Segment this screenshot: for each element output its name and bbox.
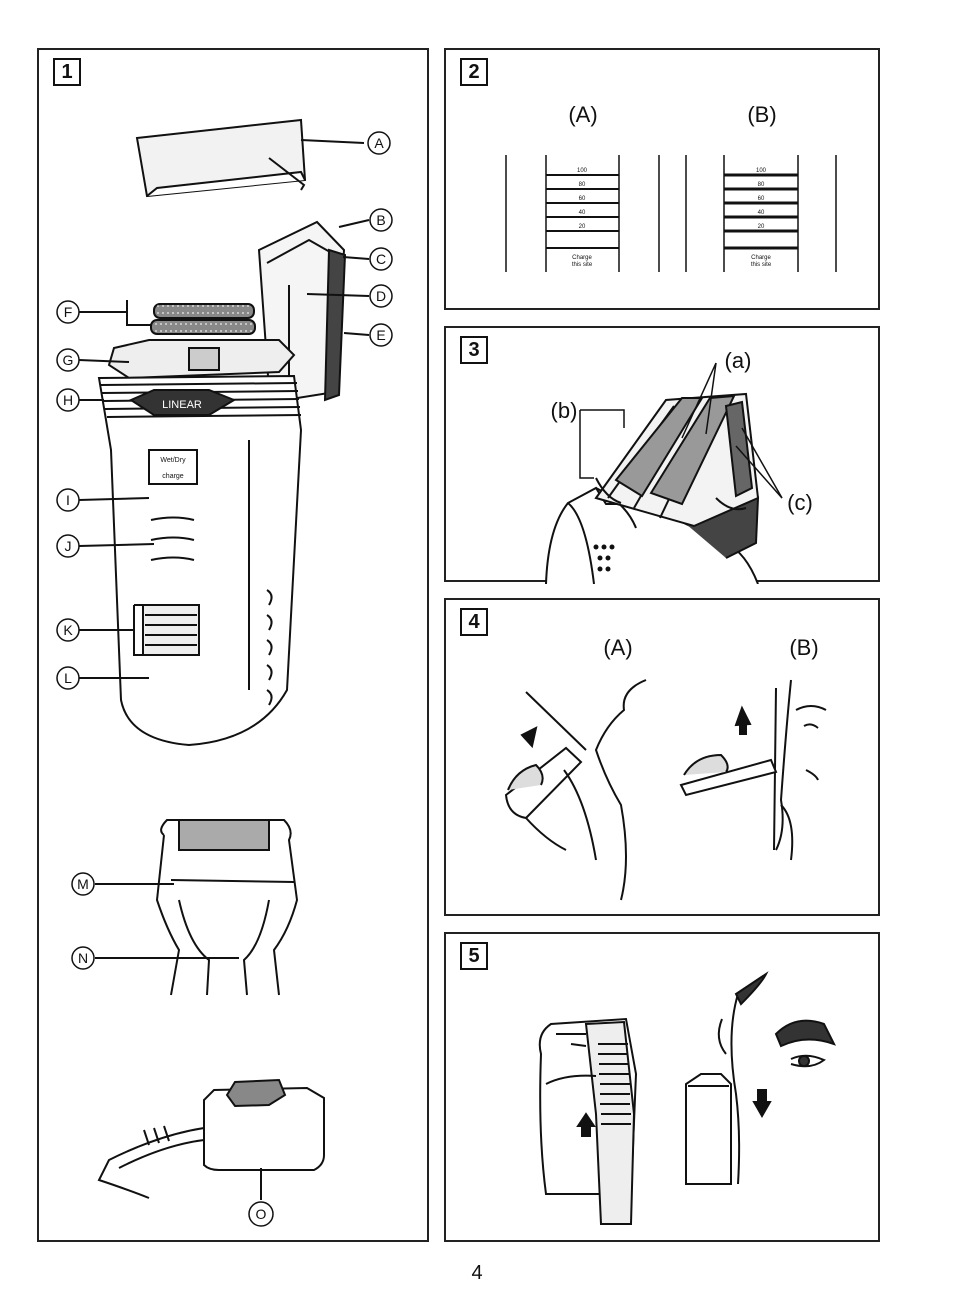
svg-text:O: O — [256, 1206, 267, 1222]
panel-number: 1 — [53, 58, 81, 86]
svg-text:I: I — [66, 492, 70, 508]
charger-adapter — [97, 1078, 325, 1199]
figure-panel-5: 5 — [444, 932, 880, 1242]
label-k: K — [56, 618, 80, 642]
svg-text:L: L — [64, 670, 72, 686]
trimmer-usage-illustration — [538, 971, 837, 1225]
shaver-head-closeup: (a) (b) (c) — [545, 348, 813, 584]
label-d: D — [369, 284, 393, 308]
svg-text:H: H — [63, 392, 73, 408]
svg-text:D: D — [376, 288, 386, 304]
svg-text:Charge: Charge — [572, 255, 592, 261]
label-c: (c) — [787, 490, 813, 515]
label-c: C — [369, 247, 393, 271]
shaver-body — [97, 374, 303, 747]
svg-text:this site: this site — [751, 262, 772, 268]
panel-number: 3 — [460, 336, 488, 364]
svg-text:40: 40 — [758, 210, 765, 216]
label-i: I — [56, 488, 80, 512]
svg-text:K: K — [63, 622, 73, 638]
wetdry-text: Wet/Dry — [160, 457, 186, 464]
label-n: N — [71, 946, 95, 970]
figure-panel-1: 1 — [37, 48, 429, 1242]
svg-text:G: G — [63, 352, 74, 368]
svg-text:A: A — [374, 135, 384, 151]
svg-text:C: C — [376, 251, 386, 267]
svg-text:80: 80 — [579, 182, 586, 188]
svg-text:100: 100 — [756, 168, 767, 174]
svg-text:B: B — [376, 212, 385, 228]
gauge-a — [546, 174, 619, 249]
shaver-head — [257, 220, 347, 402]
label-o: O — [248, 1201, 274, 1227]
col-a-label: (A) — [603, 635, 632, 660]
label-j: J — [56, 534, 80, 558]
col-b-label: (B) — [789, 635, 818, 660]
figure-panel-2: 2 (A) (B) — [444, 48, 880, 310]
trimmer-sideburn — [685, 971, 837, 1185]
svg-text:M: M — [77, 876, 89, 892]
gauge-b — [724, 173, 798, 250]
shaver-back-view — [155, 819, 299, 996]
charge-gauge-illustration: (A) (B) 100 — [505, 102, 837, 272]
inner-blades — [150, 303, 256, 335]
svg-text:J: J — [65, 538, 72, 554]
motor-section — [107, 339, 296, 380]
label-f: F — [56, 300, 80, 324]
shaver-exploded-illustration: A B C D E F G H I J K L M N O LINEAR Wet… — [56, 118, 393, 1227]
svg-text:E: E — [376, 327, 385, 343]
shaving-technique-illustration: (A) (B) — [504, 635, 827, 901]
label-l: L — [56, 666, 80, 690]
technique-b — [679, 679, 827, 861]
svg-text:this site: this site — [572, 262, 593, 268]
label-e: E — [369, 323, 393, 347]
svg-text:F: F — [64, 304, 73, 320]
col-a-label: (A) — [568, 102, 597, 127]
svg-text:40: 40 — [579, 210, 586, 216]
svg-text:N: N — [78, 950, 88, 966]
figure-panel-4: 4 (A) (B) — [444, 598, 880, 916]
svg-text:60: 60 — [758, 196, 765, 202]
part-labels: A B C D E F G H I J K L M N O — [56, 131, 393, 1227]
page-number: 4 — [471, 1262, 483, 1284]
svg-text:Charge: Charge — [751, 255, 771, 261]
label-m: M — [71, 872, 95, 896]
panel-number: 5 — [460, 942, 488, 970]
label-b: B — [369, 208, 393, 232]
brand-logo-text: LINEAR — [162, 399, 202, 411]
label-a: (a) — [725, 348, 752, 373]
svg-text:100: 100 — [577, 168, 588, 174]
label-b: (b) — [551, 398, 578, 423]
col-b-label: (B) — [747, 102, 776, 127]
svg-text:20: 20 — [579, 224, 586, 230]
svg-text:60: 60 — [579, 196, 586, 202]
svg-text:80: 80 — [758, 182, 765, 188]
panel-number: 2 — [460, 58, 488, 86]
trimmer-raise — [538, 1017, 638, 1225]
figure-panel-3: 3 (a) (b) (c) — [444, 326, 880, 584]
panel-number: 4 — [460, 608, 488, 636]
label-g: G — [56, 348, 80, 372]
cover-cap — [135, 118, 307, 198]
svg-text:20: 20 — [758, 224, 765, 230]
label-a: A — [367, 131, 391, 155]
label-h: H — [56, 388, 80, 412]
technique-a — [504, 679, 647, 901]
charge-text: charge — [162, 473, 184, 480]
